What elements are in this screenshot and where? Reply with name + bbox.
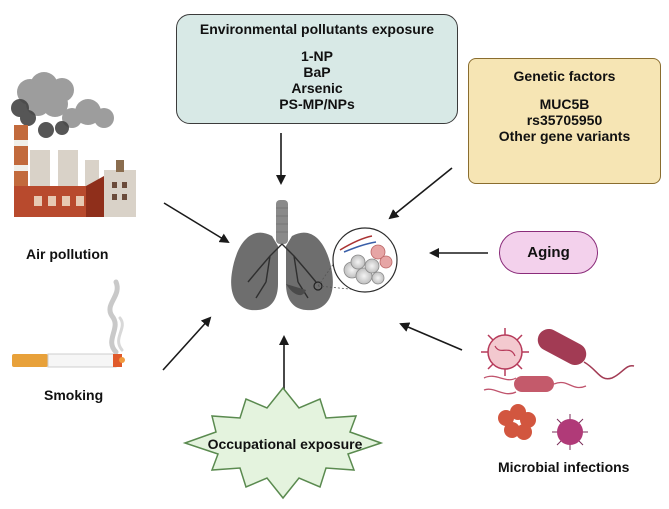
factory-icon [11,72,136,217]
aging-pill: Aging [499,231,598,274]
pollutant-1np: 1-NP [301,48,333,64]
arrow-air-pollution-to-lungs [163,202,230,244]
arrows [162,133,488,398]
environmental-pollutants-title: Environmental pollutants exposure [199,21,435,37]
pollutant-bap: BaP [303,64,331,80]
genetic-factors-title: Genetic factors [513,68,616,84]
arrow-microbial-to-lungs [399,322,463,351]
environmental-pollutants-box: Environmental pollutants exposure 1-NP B… [176,14,458,124]
lungs-icon [231,200,398,311]
gene-muc5b: MUC5B [539,96,590,112]
gene-other-variants: Other gene variants [498,128,631,144]
occupational-exposure-burst [182,386,384,500]
bacillus-icon [537,328,635,380]
arrow-genetic-to-lungs [388,167,453,220]
occupational-exposure-label: Occupational exposure [207,436,363,452]
cigarette-icon [12,279,125,368]
pollutant-arsenic: Arsenic [291,80,343,96]
microbial-infections-label: Microbial infections [498,459,630,475]
smoking-label: Smoking [44,387,104,403]
pollutant-ps-mp-nps: PS-MP/NPs [279,96,355,112]
coccus-icon [552,414,588,450]
virus-icon [481,328,529,376]
air-pollution-label: Air pollution [26,246,109,262]
cluster-icon [498,404,536,440]
aging-label: Aging [527,244,570,261]
genetic-factors-box: Genetic factors MUC5B rs35705950 Other g… [468,58,661,184]
gene-rs35705950: rs35705950 [526,112,603,128]
arrow-smoking-to-lungs [162,316,212,371]
flagellated-bacterium-icon [483,375,587,395]
microbes-icon [481,328,635,450]
